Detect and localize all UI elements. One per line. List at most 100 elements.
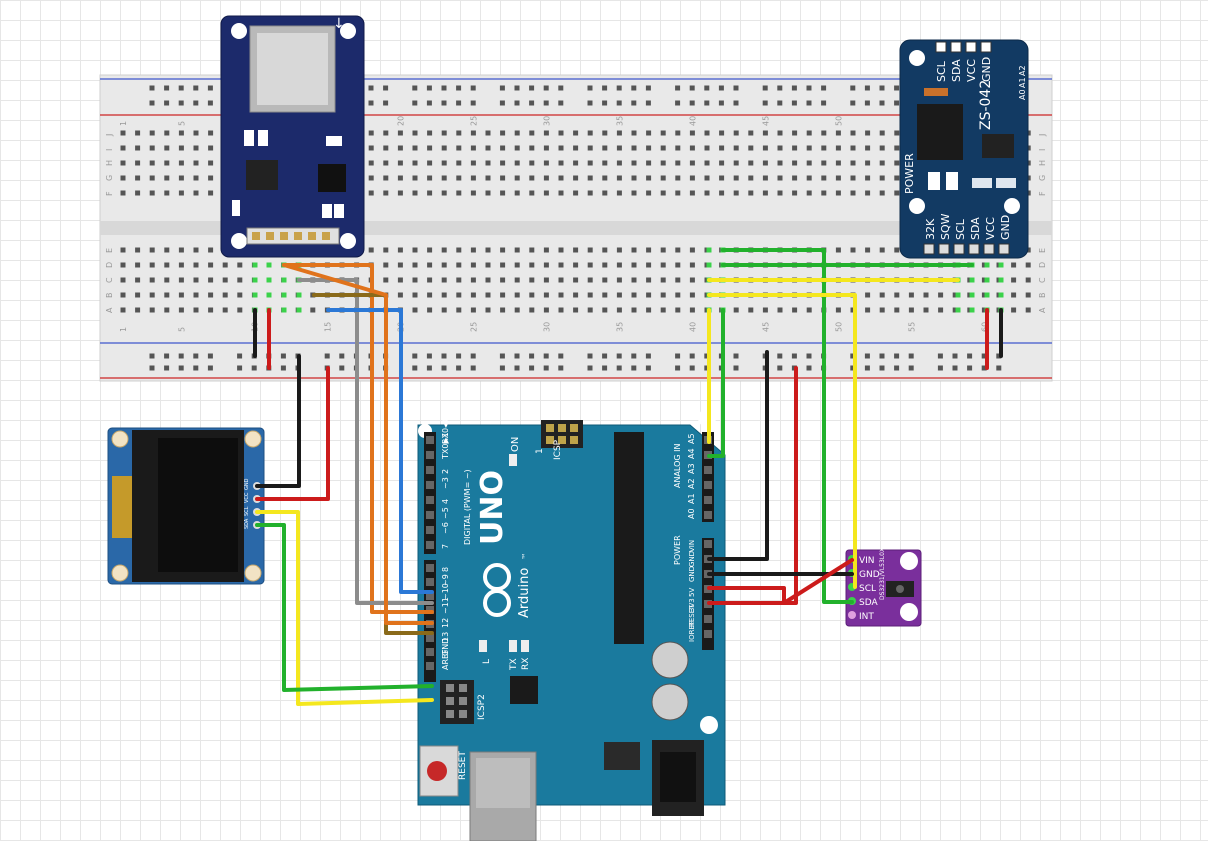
breadboard-hole xyxy=(952,365,958,371)
breadboard-hole xyxy=(631,353,637,359)
breadboard-hole xyxy=(120,130,126,136)
breadboard-hole xyxy=(762,100,768,106)
wire-gnd-arduino xyxy=(707,350,769,561)
breadboard-hole xyxy=(573,175,579,181)
wire-sd-mosi2 xyxy=(282,263,434,625)
oled-pin-label: VCC xyxy=(244,492,250,503)
breadboard-hole xyxy=(149,160,155,166)
column-number: 25 xyxy=(469,322,478,332)
breadboard-hole xyxy=(120,277,126,283)
breadboard-hole xyxy=(514,247,520,253)
breadboard-hole xyxy=(602,262,608,268)
breadboard-hole xyxy=(514,190,520,196)
breadboard-hole xyxy=(821,175,827,181)
breadboard-hole xyxy=(149,175,155,181)
breadboard-hole xyxy=(456,292,462,298)
breadboard-hole xyxy=(485,307,491,313)
breadboard-hole xyxy=(748,130,754,136)
breadboard-hole xyxy=(485,160,491,166)
analog-pin xyxy=(704,481,712,489)
breadboard-hole xyxy=(937,353,943,359)
breadboard-hole xyxy=(178,190,184,196)
breadboard-hole xyxy=(193,175,199,181)
rtc-pin xyxy=(998,243,1010,255)
sensor-pin-label: INT xyxy=(859,612,874,622)
breadboard-hole xyxy=(631,292,637,298)
arduino-uno[interactable]: RESET ICSP 1 ICSP2 ON L TX RX UNO Arduin… xyxy=(417,409,726,841)
breadboard-hole xyxy=(470,292,476,298)
breadboard-hole xyxy=(777,175,783,181)
breadboard-hole xyxy=(850,190,856,196)
breadboard-hole xyxy=(456,277,462,283)
breadboard-hole xyxy=(427,160,433,166)
breadboard-hole xyxy=(368,100,374,106)
breadboard-hole xyxy=(689,175,695,181)
breadboard-hole xyxy=(616,365,622,371)
breadboard-hole xyxy=(470,277,476,283)
breadboard-hole xyxy=(981,292,987,298)
breadboard-hole xyxy=(164,190,170,196)
breadboard-hole xyxy=(441,247,447,253)
breadboard-hole xyxy=(412,145,418,151)
breadboard-hole xyxy=(616,262,622,268)
digital-pin-label: 13 xyxy=(441,632,450,642)
breadboard-hole xyxy=(529,160,535,166)
breadboard-hole xyxy=(237,262,243,268)
breadboard-hole xyxy=(806,190,812,196)
breadboard-hole xyxy=(207,100,213,106)
breadboard-hole xyxy=(558,247,564,253)
svg-text:™: ™ xyxy=(521,552,530,560)
breadboard-hole xyxy=(908,365,914,371)
breadboard-hole xyxy=(573,262,579,268)
breadboard-hole xyxy=(587,130,593,136)
breadboard-hole xyxy=(792,160,798,166)
breadboard-hole xyxy=(500,247,506,253)
analog-pin-label: A2 xyxy=(687,478,696,489)
breadboard-hole xyxy=(864,85,870,91)
analog-header-label: ANALOG IN xyxy=(673,444,682,489)
breadboard-hole xyxy=(543,145,549,151)
digital-pin-label: ~9 xyxy=(441,574,450,586)
breadboard-hole xyxy=(237,307,243,313)
breadboard-hole xyxy=(529,292,535,298)
breadboard-hole xyxy=(441,100,447,106)
reset-button[interactable] xyxy=(427,761,447,781)
breadboard-hole xyxy=(675,353,681,359)
breadboard-hole xyxy=(777,353,783,359)
breadboard-hole xyxy=(660,130,666,136)
breadboard-hole xyxy=(733,85,739,91)
breadboard-hole xyxy=(660,277,666,283)
icsp2-pin xyxy=(446,710,454,718)
breadboard-hole-active xyxy=(955,292,961,298)
breadboard-hole-active xyxy=(955,307,961,313)
breadboard-hole xyxy=(427,277,433,283)
icsp-label: ICSP xyxy=(553,439,563,460)
breadboard-hole xyxy=(543,353,549,359)
breadboard-hole xyxy=(193,277,199,283)
breadboard-hole xyxy=(996,365,1002,371)
breadboard-hole xyxy=(280,365,286,371)
power-pin-label: IOREF xyxy=(688,621,696,642)
breadboard-hole xyxy=(485,190,491,196)
breadboard-hole xyxy=(646,175,652,181)
breadboard-hole xyxy=(529,190,535,196)
wire-rtc-scl xyxy=(707,293,857,589)
breadboard-hole xyxy=(616,160,622,166)
breadboard-hole xyxy=(631,262,637,268)
breadboard-hole xyxy=(397,247,403,253)
breadboard-hole xyxy=(456,353,462,359)
sd-card-module[interactable]: ↓ xyxy=(220,15,365,258)
breadboard-hole xyxy=(689,130,695,136)
breadboard-hole xyxy=(806,353,812,359)
breadboard-hole xyxy=(368,145,374,151)
breadboard-hole xyxy=(120,262,126,268)
rtc-pin xyxy=(950,41,962,53)
column-number: 15 xyxy=(323,322,332,332)
breadboard-hole xyxy=(616,130,622,136)
breadboard-hole xyxy=(646,277,652,283)
sd-pin xyxy=(252,232,260,240)
breadboard-hole xyxy=(178,307,184,313)
